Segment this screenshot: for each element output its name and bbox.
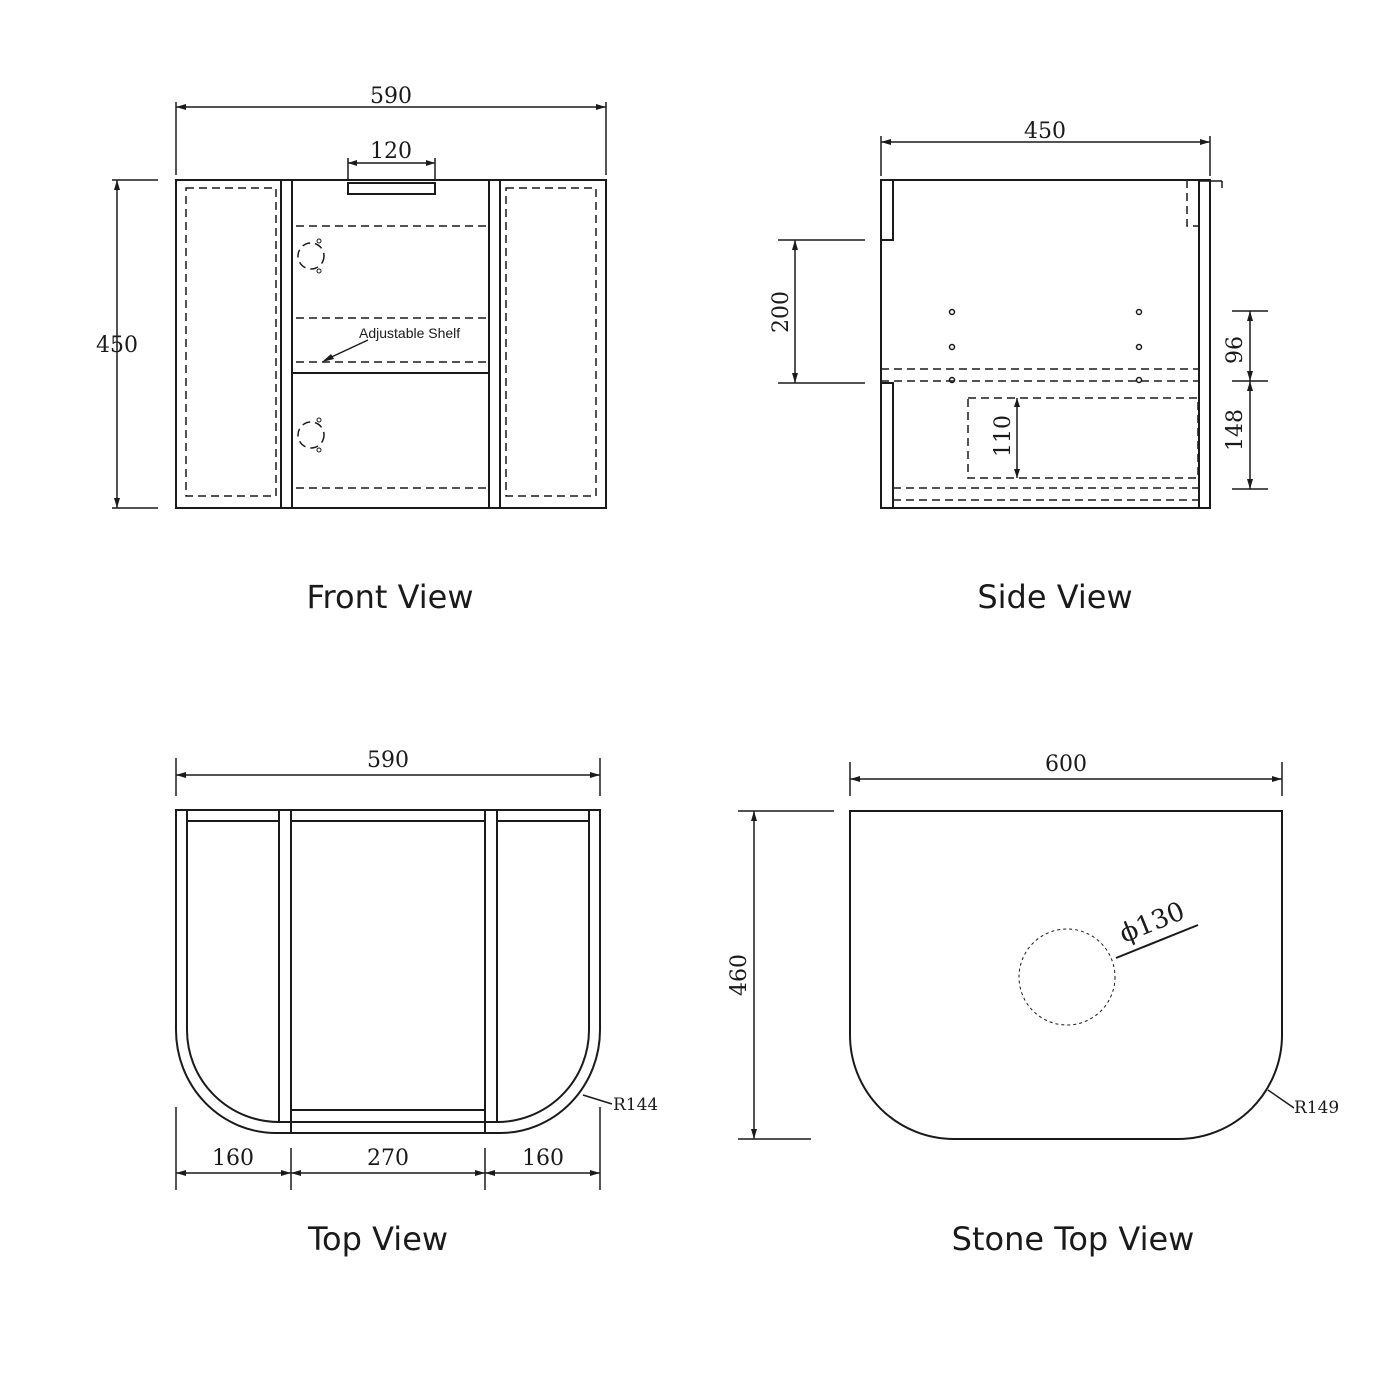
stone-top-view-caption: Stone Top View bbox=[952, 1220, 1195, 1258]
hinge-icon bbox=[297, 242, 325, 270]
handle-width-label: 120 bbox=[370, 139, 412, 164]
stone-hole-label: ϕ130 bbox=[1115, 896, 1189, 949]
side-depth-label: 450 bbox=[1024, 119, 1066, 144]
top-radius-label: R144 bbox=[613, 1095, 658, 1115]
top-width-label: 590 bbox=[367, 748, 409, 773]
top-right-label: 160 bbox=[522, 1146, 564, 1171]
side-right-bottom-label: 148 bbox=[1223, 409, 1248, 451]
top-view: 590 R144 160 270 160 bbox=[175, 748, 658, 1258]
top-left-label: 160 bbox=[212, 1146, 254, 1171]
side-cutout-label: 110 bbox=[991, 415, 1016, 457]
top-view-caption: Top View bbox=[307, 1220, 448, 1258]
front-view: 590 120 450 bbox=[96, 84, 607, 616]
front-width-label: 590 bbox=[370, 84, 412, 109]
side-view: 450 200 110 bbox=[769, 119, 1268, 616]
front-view-caption: Front View bbox=[306, 578, 473, 616]
stone-depth-label: 460 bbox=[727, 954, 752, 996]
side-right-top-label: 96 bbox=[1223, 336, 1248, 364]
front-height-label: 450 bbox=[96, 333, 138, 358]
stone-radius-label: R149 bbox=[1294, 1098, 1339, 1118]
top-middle-label: 270 bbox=[367, 1146, 409, 1171]
side-upper-label: 200 bbox=[769, 291, 794, 333]
hinge-icon bbox=[297, 421, 325, 449]
basin-hole-icon bbox=[1018, 928, 1116, 1026]
stone-width-label: 600 bbox=[1045, 752, 1087, 777]
side-view-caption: Side View bbox=[977, 578, 1132, 616]
stone-top-view: 600 460 ϕ130 R149 Stone Top View bbox=[727, 752, 1339, 1258]
adjustable-shelf-label: Adjustable Shelf bbox=[359, 325, 460, 341]
